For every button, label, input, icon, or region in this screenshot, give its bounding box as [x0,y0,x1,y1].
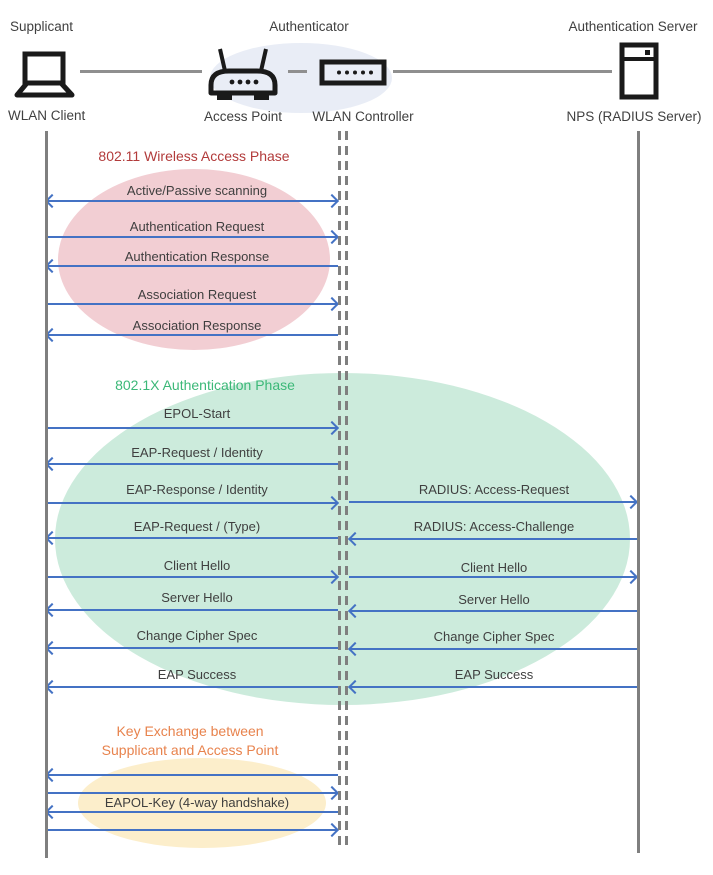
message-label: EAP Success [157,667,237,682]
nps-radius-server-label: NPS (RADIUS Server) [566,109,702,124]
arrow-epol-start [46,427,338,429]
arrow-change-cipher-spec-right [349,648,637,650]
arrow-eap-success-left [46,686,338,688]
arrow-radius-access-request [349,501,637,503]
message-label: Server Hello [458,592,530,607]
laptop-icon [8,50,80,105]
arrow-server-hello-right [349,610,637,612]
arrow-eapol-key-1 [46,774,338,776]
arrow-client-hello-left [46,576,338,578]
arrow-association-request [46,303,338,305]
message-label: EAP-Request / (Type) [133,519,261,534]
arrow-eap-response-identity [46,502,338,504]
phase3-title-line2: Supplicant and Access Point [101,742,279,758]
message-label: Authentication Request [129,219,265,234]
message-label: EAPOL-Key (4-way handshake) [104,795,290,810]
message-label: Server Hello [161,590,233,605]
arrow-eapol-key-4 [46,829,338,831]
wireless-router-icon [202,44,284,111]
message-label: Change Cipher Spec [136,628,258,643]
message-label: Association Request [137,287,257,302]
arrow-association-response [46,334,338,336]
lifeline-wlan-client [45,131,48,858]
message-label: Change Cipher Spec [433,629,555,644]
message-label: EAP Success [454,667,534,682]
arrow-client-hello-right [349,576,637,578]
lifeline-controller-dash-right [345,131,348,851]
phase3-title-line1: Key Exchange between [116,723,264,739]
message-label: RADIUS: Access-Request [418,482,570,497]
arrow-eap-success-right [349,686,637,688]
authentication-server-role-label: Authentication Server [568,19,698,34]
message-label: EPOL-Start [163,406,231,421]
arrow-eap-request-identity [46,463,338,465]
link-ap-controller [288,70,307,73]
message-label: EAP-Response / Identity [126,482,268,497]
link-controller-server [393,70,612,73]
wlan-controller-label: WLAN Controller [312,109,414,124]
message-label: Active/Passive scanning [126,183,268,198]
arrow-authentication-request [46,236,338,238]
lifeline-controller-dash-left [338,131,341,851]
wlan-client-label: WLAN Client [8,108,86,123]
message-label: EAP-Request / Identity [131,445,263,460]
authenticator-role-label: Authenticator [269,19,349,34]
message-label: RADIUS: Access-Challenge [413,519,575,534]
arrow-active-passive-scanning [46,200,338,202]
arrow-eap-request-type [46,537,338,539]
message-label: Client Hello [460,560,528,575]
arrow-server-hello-left [46,609,338,611]
arrow-change-cipher-spec-left [46,647,338,649]
arrow-authentication-response [46,265,338,267]
phase2-title: 802.1X Authentication Phase [115,377,295,393]
arrow-radius-access-challenge [349,538,637,540]
switch-icon [319,59,387,91]
access-point-label: Access Point [203,109,283,124]
lifeline-nps-server [637,131,640,853]
arrow-eapol-key-3 [46,811,338,813]
message-label: Authentication Response [124,249,270,264]
phase1-title: 802.11 Wireless Access Phase [98,148,290,164]
message-label: Association Response [132,318,262,333]
authenticator-halo-ellipse [210,43,392,113]
link-client-ap [80,70,202,73]
supplicant-role-label: Supplicant [10,19,74,34]
arrow-eapol-key-2 [46,792,338,794]
message-label: Client Hello [163,558,231,573]
phase3-title: Key Exchange between Supplicant and Acce… [102,722,279,760]
server-tower-icon [619,42,659,105]
phase3-ellipse [78,758,326,848]
